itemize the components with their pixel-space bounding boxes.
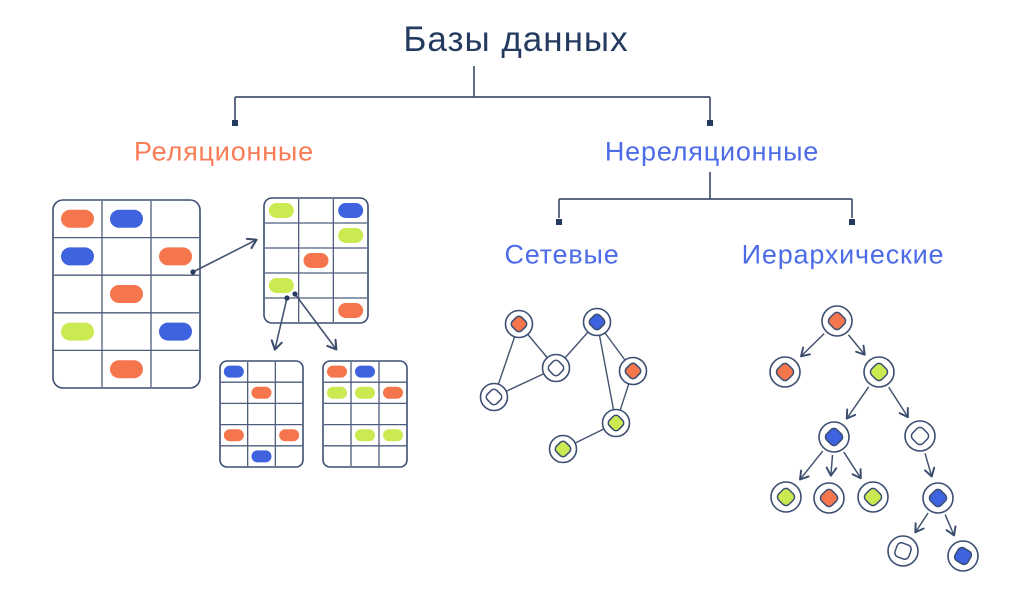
relational-table [219, 360, 304, 468]
node-diamond [547, 359, 565, 377]
node-lime [548, 434, 578, 464]
data-pill-blue [223, 365, 244, 378]
tree-arrow [847, 334, 866, 356]
tree-arrow [888, 386, 909, 419]
data-pill-lime [338, 228, 364, 243]
relation-arrow-dot [292, 291, 298, 297]
node-diamond [863, 487, 883, 507]
data-pill-orange [279, 429, 300, 442]
hierarchical-tree-figure [769, 305, 979, 572]
node-blue [582, 307, 612, 337]
node-diamond [819, 488, 839, 508]
node-blue [922, 482, 954, 514]
node-diamond [827, 311, 847, 331]
data-pill-blue [110, 209, 143, 228]
data-pill-blue [251, 450, 272, 463]
node-white [541, 353, 571, 383]
connector-endpoint [849, 219, 855, 225]
node-diamond [624, 362, 642, 380]
tree-arrow [825, 454, 838, 477]
relational-tables-figure [52, 197, 408, 468]
tree-arrow [799, 450, 824, 481]
node-diamond [894, 542, 912, 560]
relation-arrow [270, 297, 288, 351]
node-blue [947, 540, 979, 572]
table-border [322, 360, 408, 468]
tree-arrow [914, 512, 929, 534]
label-hierarchical: Иерархические [741, 239, 945, 270]
data-pill-orange [327, 365, 347, 378]
node-lime [863, 356, 895, 388]
tree-arrow [800, 333, 825, 358]
connector-endpoint [707, 120, 713, 126]
data-pill-lime [355, 429, 375, 442]
data-pill-lime [61, 322, 94, 341]
relational-table [263, 197, 369, 324]
page-title: Базы данных [403, 20, 629, 59]
relation-arrow [192, 237, 258, 273]
node-diamond [485, 388, 503, 406]
node-blue [818, 421, 850, 453]
node-diamond [910, 426, 930, 446]
node-diamond [775, 362, 795, 382]
node-lime [857, 481, 889, 513]
data-pill-lime [268, 203, 294, 218]
data-pill-orange [383, 386, 403, 399]
node-diamond [928, 488, 948, 508]
data-pill-lime [268, 278, 294, 293]
tree-arrow [845, 386, 870, 420]
node-lime [601, 408, 631, 438]
label-relational: Реляционные [134, 136, 314, 167]
node-white [904, 420, 936, 452]
node-diamond [824, 427, 844, 447]
network-edge [596, 321, 617, 424]
data-pill-blue [338, 203, 364, 218]
connector-endpoint [232, 120, 238, 126]
node-white [479, 382, 509, 412]
node-diamond [607, 414, 625, 432]
node-orange [504, 309, 534, 339]
data-pill-lime [383, 429, 403, 442]
node-diamond [953, 546, 973, 566]
network-graph-figure [479, 307, 648, 464]
data-pill-orange [61, 209, 94, 228]
node-orange [821, 305, 853, 337]
relational-table [52, 199, 201, 389]
branch-connectors [232, 66, 855, 225]
node-orange [769, 356, 801, 388]
data-pill-lime [327, 386, 347, 399]
node-orange [813, 482, 845, 514]
node-diamond [869, 362, 889, 382]
label-non_relational: Нереляционные [604, 136, 820, 167]
node-diamond [510, 315, 528, 333]
node-orange [618, 356, 648, 386]
relation-arrow-dot [284, 295, 290, 301]
label-network: Сетевые [504, 239, 620, 270]
data-pill-orange [223, 429, 244, 442]
table-border [219, 360, 304, 468]
data-pill-lime [355, 386, 375, 399]
relation-arrow [294, 293, 338, 351]
node-white [887, 535, 919, 567]
data-pill-orange [338, 303, 364, 318]
data-pill-blue [159, 322, 192, 341]
node-diamond [554, 440, 572, 458]
data-pill-orange [303, 253, 329, 268]
connector-endpoint [556, 219, 562, 225]
data-pill-blue [355, 365, 375, 378]
data-pill-orange [251, 386, 272, 399]
tree-arrow [924, 453, 936, 478]
node-diamond [588, 313, 606, 331]
tree-arrow [944, 514, 957, 537]
data-pill-blue [61, 247, 94, 266]
node-diamond [776, 487, 796, 507]
relation-arrow-dot [190, 269, 196, 275]
node-lime [770, 481, 802, 513]
data-pill-orange [110, 360, 143, 379]
data-pill-orange [110, 285, 143, 303]
relational-table [322, 360, 408, 468]
data-pill-orange [159, 247, 192, 266]
tree-arrow [843, 451, 862, 480]
